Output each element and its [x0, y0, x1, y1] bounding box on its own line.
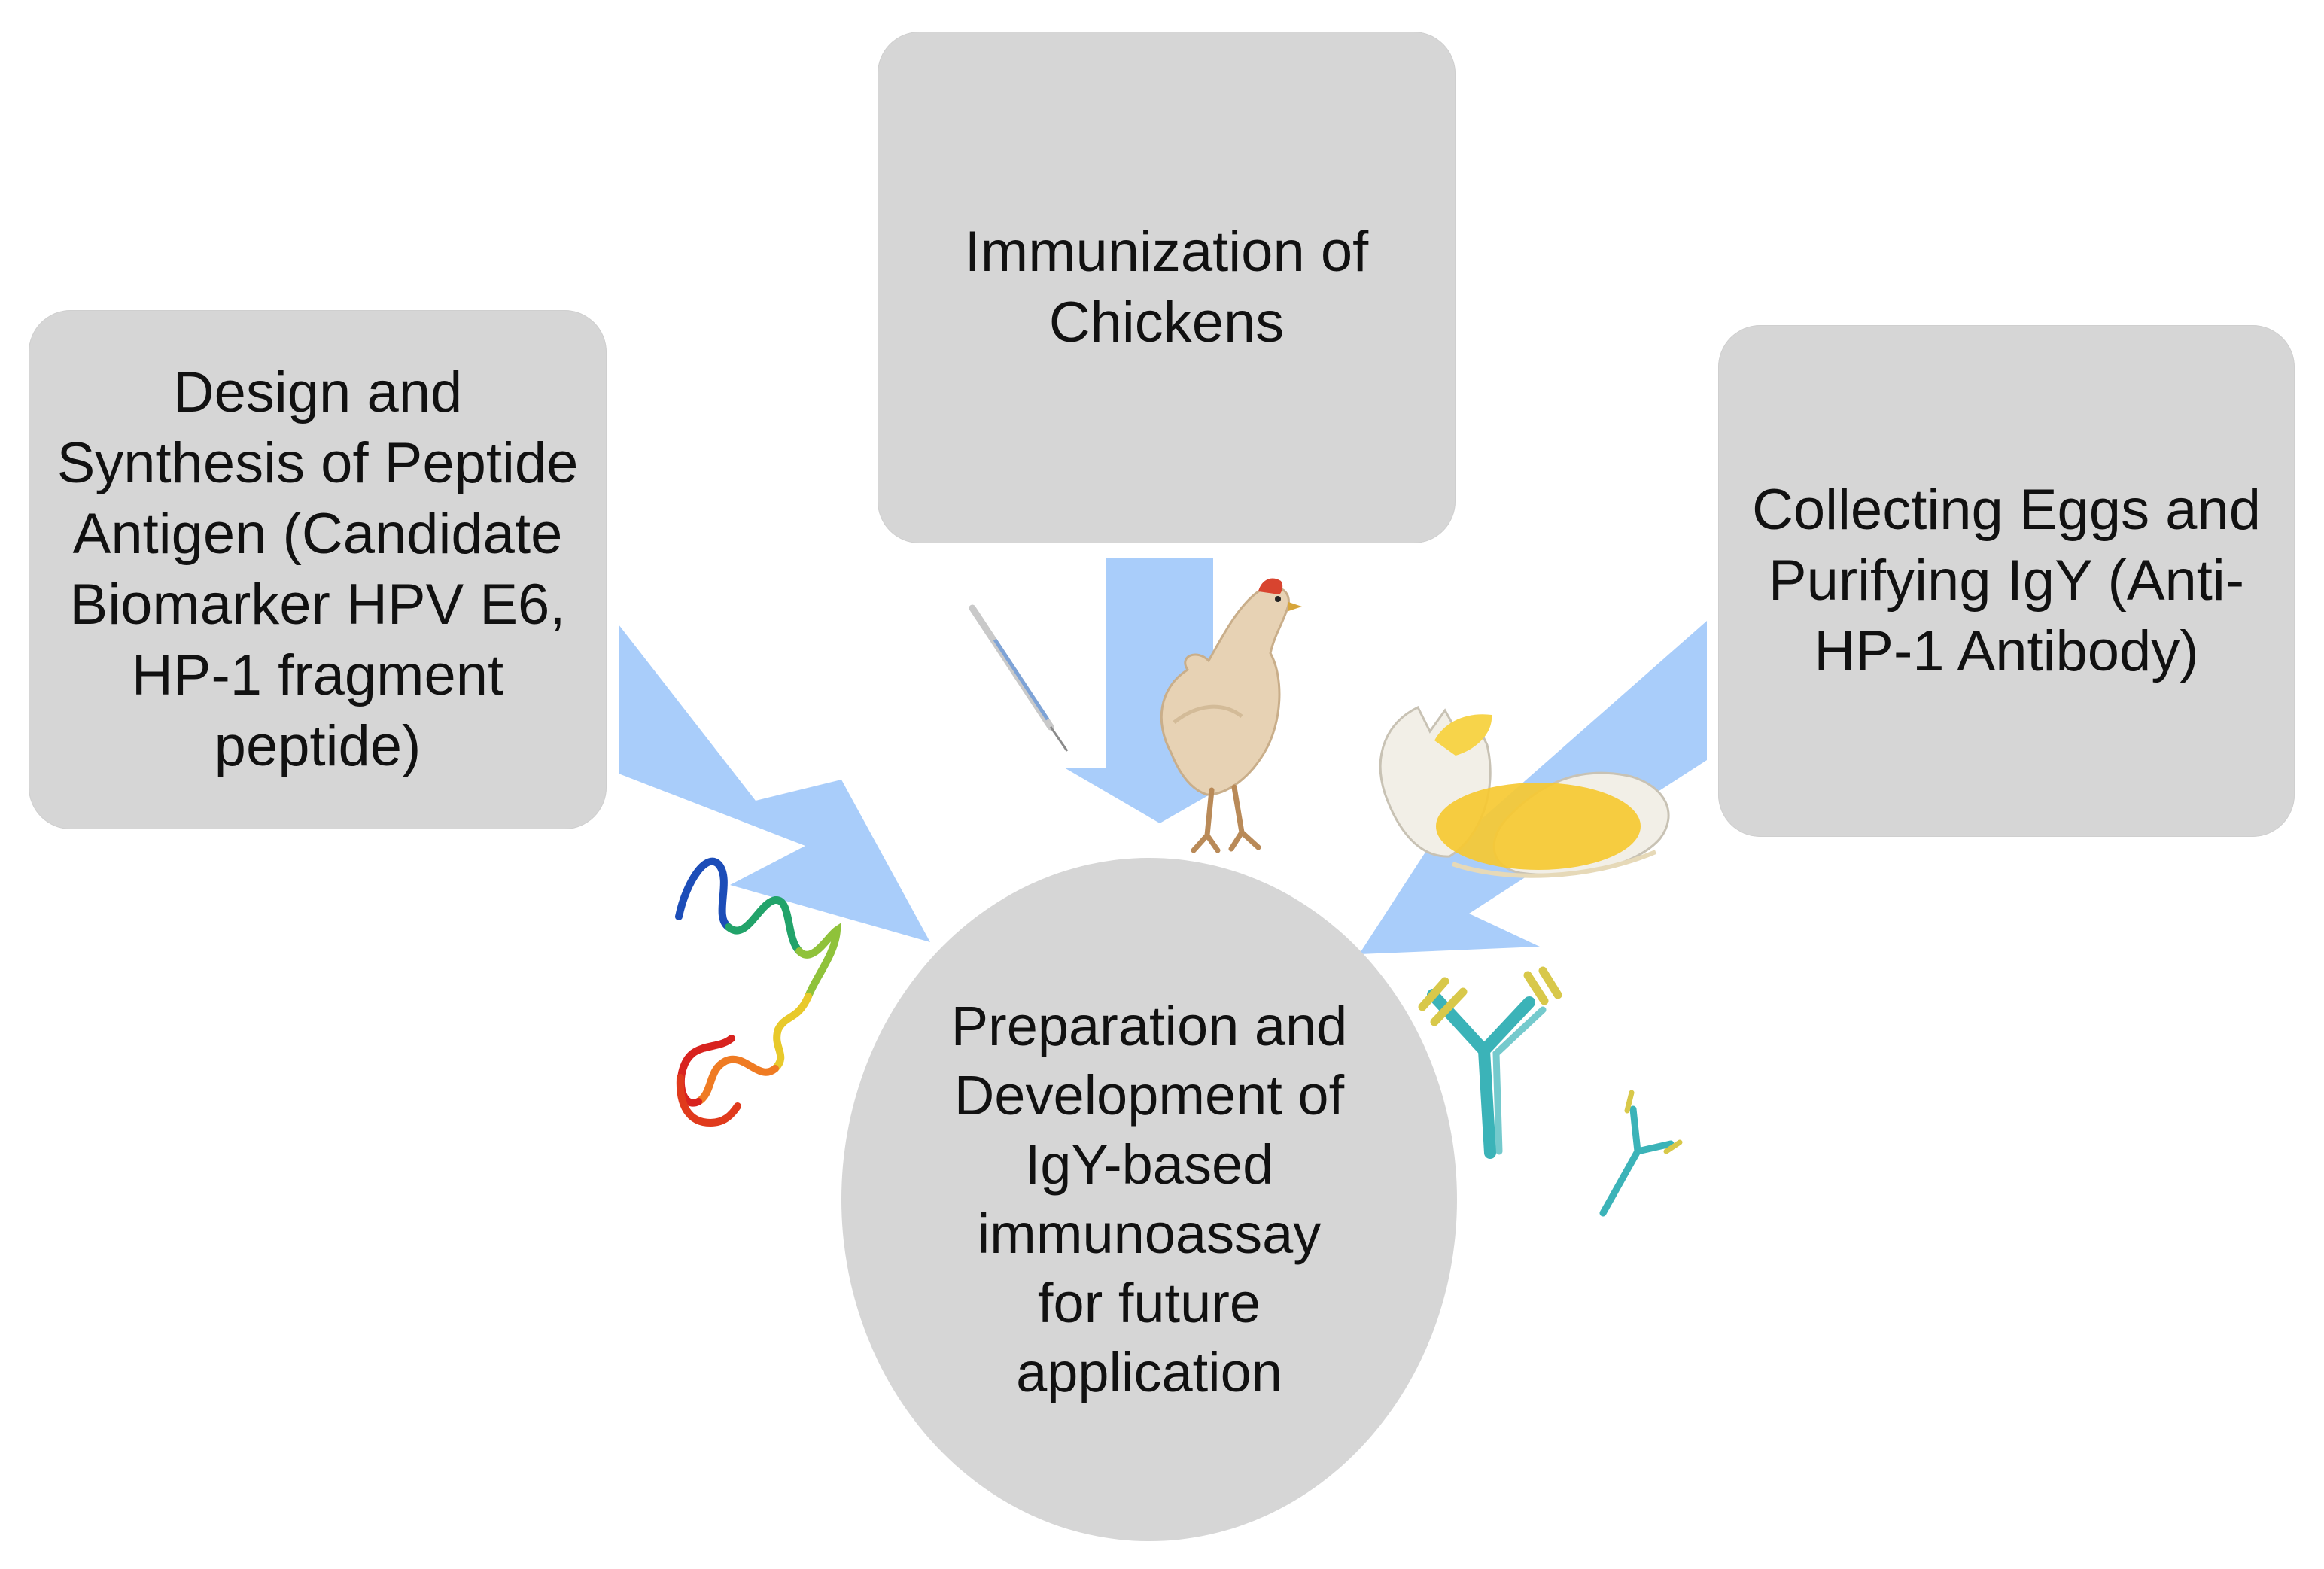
step-immunization-line: Immunization of: [964, 220, 1369, 284]
step-immunization: Immunization of Chickens: [878, 32, 1456, 543]
step-design-line: Synthesis of Peptide: [56, 431, 579, 495]
step-design-line: peptide): [214, 714, 421, 778]
step-preparation-line: Development of: [954, 1064, 1345, 1127]
step-collecting-purifying: Collecting Eggs and Purifying IgY (Anti-…: [1718, 325, 2295, 837]
step-preparation-line: for future: [1037, 1272, 1261, 1334]
step-design-synthesis: Design and Synthesis of Peptide Antigen …: [29, 310, 607, 829]
arrow-from-design: [619, 625, 930, 942]
antibody-icon: [1599, 1090, 1683, 1217]
step-preparation-line: IgY-based: [1024, 1133, 1274, 1196]
chicken-icon: [1160, 578, 1302, 853]
cracked-egg-icon: [1379, 706, 1670, 878]
step-preparation-line: immunoassay: [977, 1203, 1322, 1265]
step-preparation-development: Preparation and Development of IgY-based…: [841, 858, 1457, 1541]
step-preparation-line: application: [1016, 1341, 1282, 1403]
step-collecting-line: HP-1 Antibody): [1814, 619, 2199, 683]
step-preparation-line: Preparation and: [951, 995, 1348, 1057]
antibody-icon: [1418, 966, 1562, 1159]
syringe-icon: [969, 604, 1069, 752]
peptide-chain-icon: [675, 857, 841, 1127]
step-design-line: Antigen (Candidate: [72, 502, 563, 566]
step-design-line: Design and: [172, 360, 463, 424]
step-design-line: Biomarker HPV E6,: [69, 573, 566, 637]
step-design-line: HP-1 fragment: [131, 643, 504, 707]
step-collecting-line: Collecting Eggs and: [1752, 478, 2261, 542]
step-collecting-line: Purifying IgY (Anti-: [1768, 549, 2245, 613]
step-immunization-line: Chickens: [1048, 290, 1285, 354]
